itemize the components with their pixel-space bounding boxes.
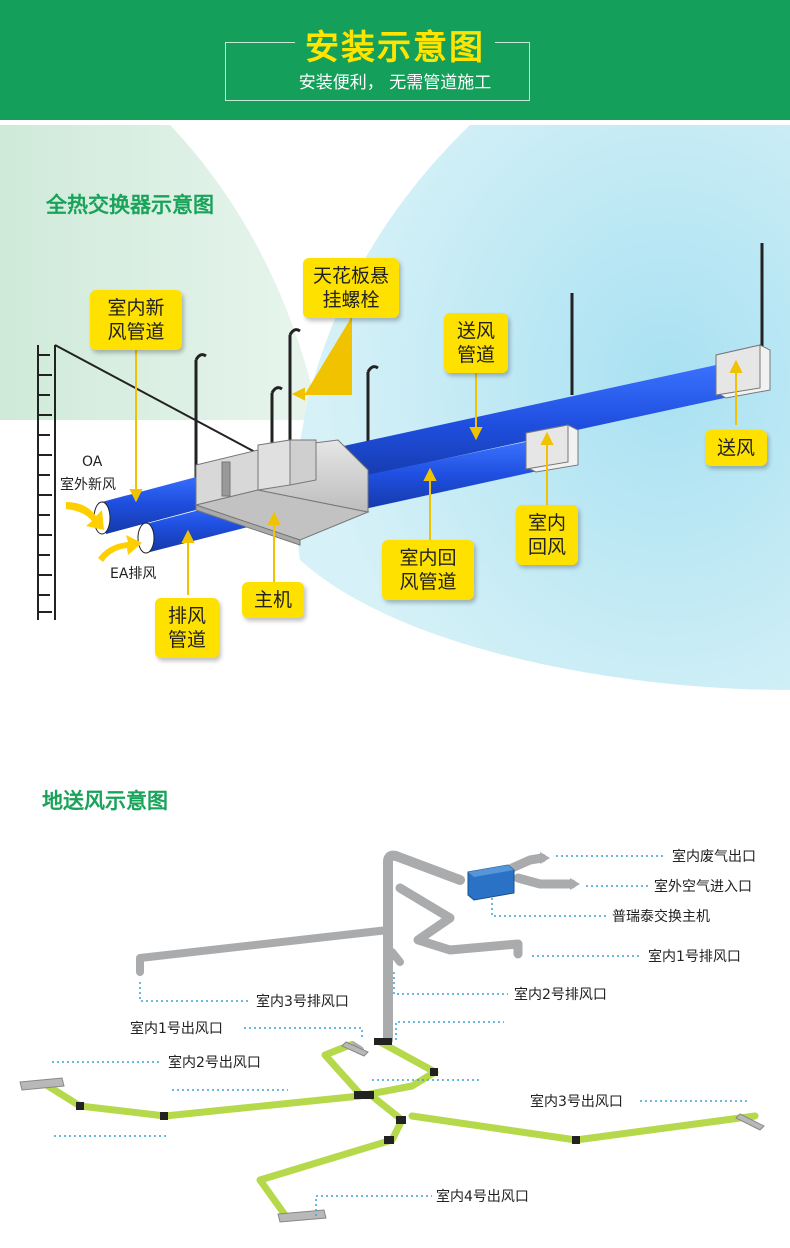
callout-main-unit: 主机 [242,582,304,618]
callout-indoor-fresh-duct: 室内新 风管道 [90,290,182,350]
label-outlet-1: 室内1号出风口 [130,1021,223,1037]
callout-leaders [129,318,743,595]
section1-title: 全热交换器示意图 [46,193,214,217]
gray-pipes [136,850,577,1054]
callout-exhaust-duct: 排风 管道 [155,598,219,658]
label-oa: OA [82,454,103,470]
pipe-arrows [540,852,580,890]
section2-title: 地送风示意图 [42,789,168,813]
callout-indoor-return-duct: 室内回 风管道 [382,540,474,600]
label-outlet-2: 室内2号出风口 [168,1055,261,1071]
label-exhaust-1: 室内1号排风口 [648,949,741,965]
label-exhaust-3: 室内3号排风口 [256,994,349,1010]
label-ea-exhaust: EA排风 [110,566,157,582]
label-outlet-4: 室内4号出风口 [436,1189,529,1205]
label-waste-outlet: 室内废气出口 [672,849,756,865]
page-title: 安装示意图 [0,20,790,69]
page-subtitle: 安装便利， 无需管道施工 [298,73,492,93]
duct-joints [76,1038,580,1144]
callout-supply-air: 送风 [705,430,767,466]
dotted-leaders [52,855,748,1216]
label-outdoor-inlet: 室外空气进入口 [654,879,752,895]
label-exchange-host: 普瑞泰交换主机 [612,909,710,925]
label-outlet-3: 室内3号出风口 [530,1094,623,1110]
page-title-text: 安装示意图 [295,28,495,68]
callout-indoor-return: 室内 回风 [516,505,578,565]
label-outdoor-fresh: 室外新风 [60,477,116,493]
exchange-host-unit [467,864,515,901]
label-exhaust-2: 室内2号排风口 [514,987,607,1003]
wall-ruler [37,344,271,620]
airflow-arrows [66,502,142,562]
green-floor-ducts [44,1038,759,1219]
bg-green-shape [0,125,320,420]
callout-ceiling-bolt: 天花板悬 挂螺栓 [303,258,399,318]
callout-supply-duct: 送风 管道 [444,313,508,373]
header-banner: 安装示意图 安装便利， 无需管道施工 [0,0,790,120]
floor-outlets [19,1041,765,1223]
